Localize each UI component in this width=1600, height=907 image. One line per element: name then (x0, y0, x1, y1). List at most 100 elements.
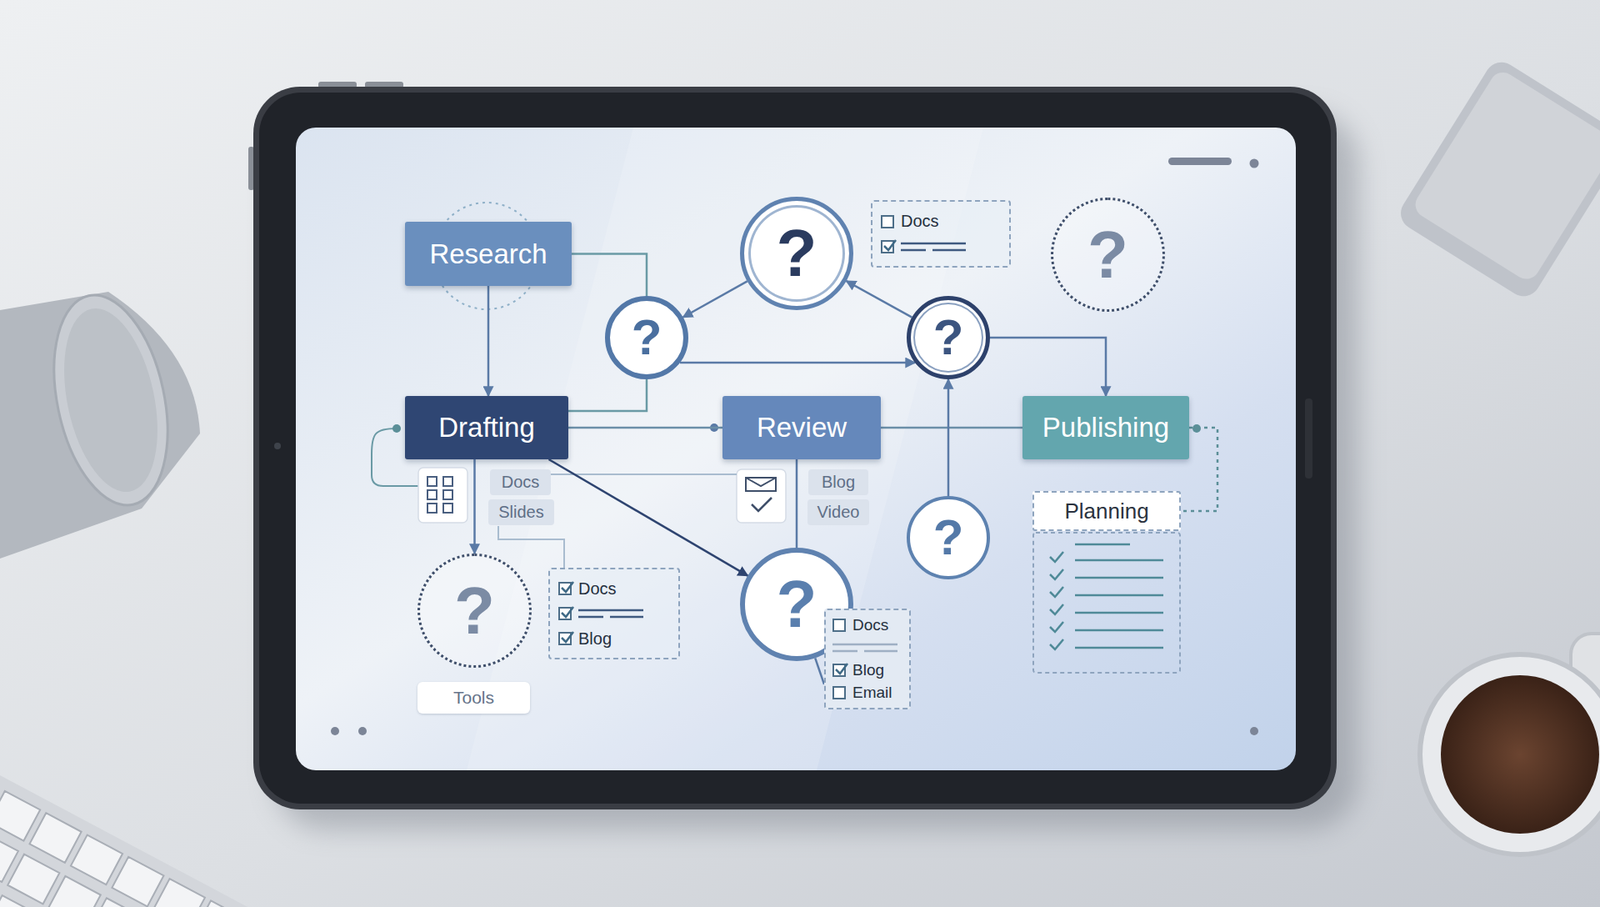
checklist-row (832, 637, 903, 658)
review-icon-tile (736, 469, 786, 523)
connector (880, 426, 1023, 430)
checkbox (832, 663, 846, 677)
tools-box: Tools (417, 681, 530, 714)
checkbox (880, 215, 895, 229)
tablet-button (248, 146, 255, 190)
node-label: Drafting (438, 411, 535, 444)
tablet-camera (274, 442, 281, 450)
checklist-ticks (1050, 551, 1064, 650)
checklist-card: DocsBlogEmail (824, 608, 911, 710)
desk-box-side (1394, 55, 1600, 303)
coffee (1440, 675, 1600, 834)
node-label: Publishing (1042, 411, 1170, 444)
question-circle: ? (740, 196, 854, 310)
stage-box: Publishing (1022, 395, 1190, 460)
connector (846, 280, 913, 318)
tablet-bezel (259, 92, 1331, 804)
node-label: Email (852, 683, 893, 702)
connector (568, 379, 647, 411)
node-label: Docs (852, 615, 889, 635)
cup-body (0, 291, 200, 559)
planning-checklist (1033, 532, 1180, 673)
leader-line (498, 525, 565, 568)
check-mark (561, 606, 574, 617)
screen-dot (1250, 726, 1259, 735)
node-label: Slides (498, 502, 544, 522)
node-label: Docs (501, 472, 540, 492)
node-label: ? (776, 570, 818, 638)
connector (815, 657, 825, 685)
node-label: ? (933, 512, 965, 563)
connector (473, 459, 476, 554)
node-label: Docs (578, 579, 617, 599)
placeholder-lines (578, 610, 644, 617)
check-mark (559, 580, 575, 595)
connector (947, 379, 950, 496)
node-label: Video (817, 502, 860, 522)
checkbox (880, 240, 895, 254)
check-mark (561, 631, 574, 642)
checklist-row: Docs (558, 578, 617, 599)
stage-box: Drafting (405, 395, 569, 460)
tablet-shadow (275, 112, 1359, 830)
check-mark (559, 630, 575, 645)
placeholder-lines (578, 606, 649, 620)
check-mark (835, 663, 848, 674)
placeholder-lines (832, 640, 903, 655)
checklist-lines (1075, 544, 1164, 648)
coffee-mug (1420, 633, 1600, 855)
connector (683, 280, 748, 317)
node-label: Research (429, 238, 547, 270)
check-icon (751, 497, 772, 511)
stage-box: Review (722, 395, 881, 460)
question-circle: ? (605, 295, 689, 380)
placeholder-lines (900, 240, 971, 254)
tag-pill: Docs (490, 469, 551, 495)
check-mark (881, 238, 897, 254)
connector (487, 285, 490, 396)
keyboard-keys (0, 790, 288, 907)
checklist-row: Docs (832, 615, 889, 635)
question-circle: ? (906, 295, 990, 380)
tablet (248, 81, 1359, 830)
question-circle: ? (1050, 197, 1165, 312)
screen-dot (1250, 159, 1260, 169)
placeholder-lines (578, 606, 649, 620)
question-circle: ? (906, 495, 990, 580)
check-mark (559, 605, 575, 620)
checkbox (832, 685, 846, 700)
placeholder-lines (832, 640, 903, 655)
checkbox (558, 606, 572, 620)
check-mark (561, 581, 574, 592)
node-label: ? (1087, 221, 1129, 289)
envelope-icon (745, 477, 776, 491)
connector (795, 459, 799, 548)
node-label: Review (756, 411, 847, 444)
node-label: ? (454, 577, 495, 645)
cup (0, 284, 200, 559)
tag-pill: Video (807, 499, 870, 525)
check-mark (833, 661, 849, 677)
question-circle: ? (417, 553, 532, 668)
checklist-row: Blog (832, 660, 885, 680)
checklist-card: DocsBlog (548, 567, 680, 660)
checkbox (558, 631, 572, 645)
connector (680, 361, 915, 365)
planning-box: Planning (1032, 490, 1181, 531)
joint-dot (392, 424, 401, 433)
node-label: Tools (453, 687, 495, 708)
node-label: ? (933, 312, 965, 363)
placeholder-lines (900, 243, 966, 250)
cup-rim (36, 284, 185, 515)
connector (568, 426, 723, 430)
node-label: Docs (900, 211, 940, 231)
node-label: Planning (1064, 498, 1149, 525)
node-label: Blog (821, 472, 855, 492)
checklist-card: Docs (870, 200, 1011, 268)
cup-inside (49, 300, 173, 501)
mug-rim (1420, 654, 1600, 855)
node-label: Blog (852, 660, 885, 680)
placeholder-lines (900, 240, 971, 254)
